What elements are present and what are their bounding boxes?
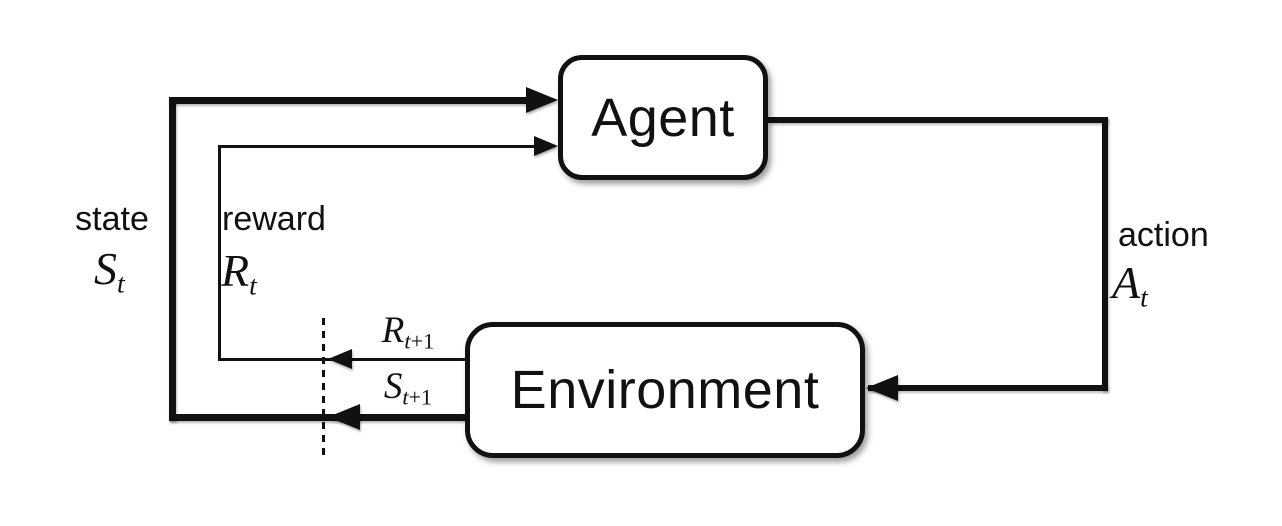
next-reward-symbol-label: Rt+1 <box>381 310 435 354</box>
timestep-boundary-dashed-line <box>322 318 325 461</box>
next-state-symbol-label: St+1 <box>383 366 433 410</box>
state-word-label: state <box>75 200 149 238</box>
reward-arrowhead-icon <box>534 136 558 156</box>
state-symbol-label: St <box>94 243 125 299</box>
state-arrowhead-icon <box>526 87 558 113</box>
next-reward-arrowhead-icon <box>328 349 352 369</box>
action-line-bottom <box>868 385 1108 391</box>
environment-node-label: Environment <box>510 360 820 420</box>
state-line-vertical <box>169 97 176 421</box>
action-arrowhead-icon <box>866 375 898 401</box>
agent-node-label: Agent <box>591 87 735 148</box>
action-symbol-label: At <box>1112 257 1148 313</box>
state-line-top <box>169 97 530 104</box>
state-line-bottom <box>169 414 465 421</box>
reward-line-vertical <box>218 145 221 361</box>
next-state-arrowhead-icon <box>328 404 360 430</box>
reward-symbol-label: Rt <box>221 245 257 301</box>
reward-line-top <box>218 145 538 148</box>
action-line-vertical <box>1102 117 1108 391</box>
action-line-top <box>768 117 1108 123</box>
action-word-label: action <box>1118 216 1209 254</box>
environment-node: Environment <box>465 322 865 458</box>
reward-word-label: reward <box>222 200 326 238</box>
agent-node: Agent <box>558 55 768 180</box>
